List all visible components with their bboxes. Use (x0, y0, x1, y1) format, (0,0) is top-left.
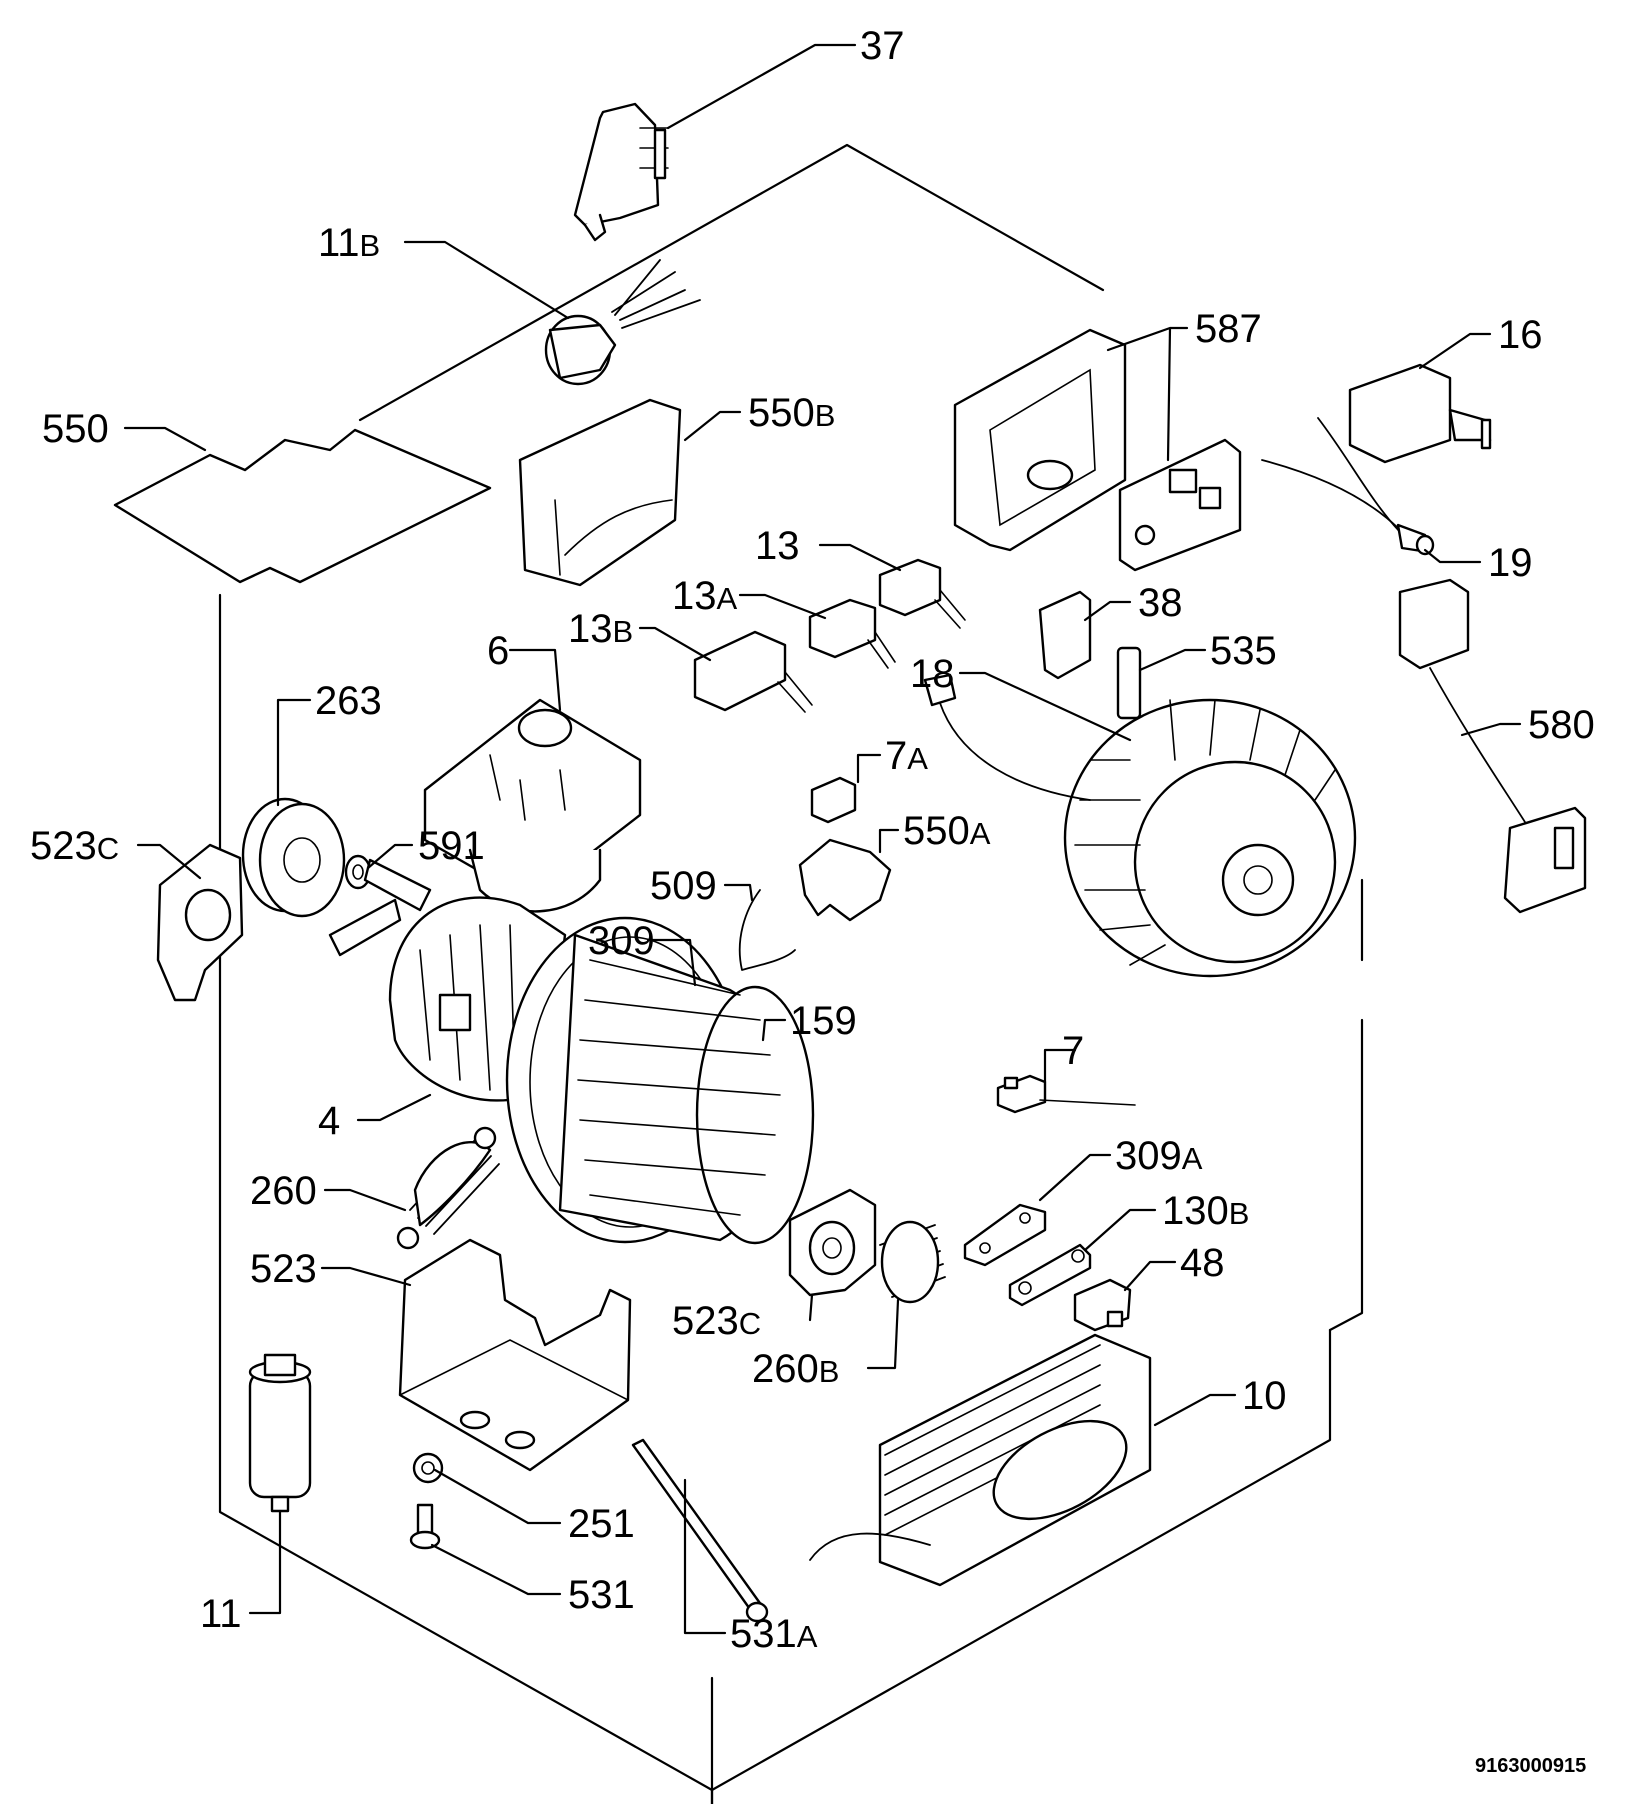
callout-7: 7 (1062, 1029, 1084, 1073)
callout-550: 550 (42, 407, 109, 451)
callout-251: 251 (568, 1502, 635, 1546)
part-535-bracket (1116, 646, 1142, 720)
part-531A-bolt (631, 1438, 769, 1623)
part-7-microswitch (996, 1074, 1136, 1114)
part-6-pump (423, 698, 642, 913)
callout-48: 48 (1180, 1241, 1225, 1285)
callout-523: 523 (250, 1247, 317, 1291)
callout-16: 16 (1498, 313, 1543, 357)
callout-309: 309 (588, 919, 655, 963)
part-159-blower-drum (558, 933, 815, 1245)
callout-309A: 309A (1115, 1134, 1203, 1178)
part-13A-plug (808, 598, 896, 669)
part-37-connector (573, 102, 669, 242)
callout-13: 13 (755, 524, 800, 568)
callout-260B: 260B (752, 1347, 839, 1391)
callout-4: 4 (318, 1099, 340, 1143)
part-7A-clip (810, 776, 857, 824)
leader-lines (123, 43, 1522, 1635)
callout-260: 260 (250, 1169, 317, 1213)
callout-523C-top: 523C (30, 824, 119, 868)
part-523C-housing-top (156, 843, 244, 1002)
callout-130B: 130B (1162, 1189, 1249, 1233)
callout-550B: 550B (748, 391, 835, 435)
callout-535: 535 (1210, 629, 1277, 673)
part-509-spring (738, 889, 796, 971)
callout-37: 37 (860, 24, 905, 68)
part-309A-plate (963, 1203, 1047, 1267)
part-16-switch (1348, 363, 1492, 464)
callout-11B: 11B (318, 221, 380, 265)
drawing-number: 9163000915 (1475, 1755, 1586, 1777)
callout-263: 263 (315, 679, 382, 723)
part-38-bracket (1038, 590, 1092, 680)
part-531-screw (409, 1503, 441, 1550)
callout-6: 6 (487, 629, 509, 673)
part-263-pulley (241, 797, 346, 918)
part-11-capacitor (248, 1353, 312, 1513)
part-48-thermostat (1073, 1278, 1132, 1332)
cabinet-outline (218, 143, 1364, 1804)
part-523-cradle (398, 1238, 632, 1472)
part-10-heater (809, 1333, 1152, 1587)
callout-7A: 7A (885, 734, 928, 778)
part-550A-bracket (798, 838, 892, 922)
callout-550A: 550A (903, 809, 991, 853)
callout-13A: 13A (672, 574, 738, 618)
callout-labels: 37 11B 587 16 550 550B 13 19 13A 38 13B … (30, 24, 1595, 1656)
callout-10: 10 (1242, 1374, 1287, 1418)
callout-523C-bottom: 523C (672, 1299, 761, 1343)
callout-587: 587 (1195, 307, 1262, 351)
callout-591: 591 (418, 824, 485, 868)
part-550-sheet (113, 428, 492, 584)
callout-18: 18 (910, 652, 955, 696)
part-11B-capacitor (544, 259, 701, 386)
callout-531: 531 (568, 1573, 635, 1617)
callout-19: 19 (1488, 541, 1533, 585)
callout-38: 38 (1138, 581, 1183, 625)
callout-11: 11 (200, 1592, 242, 1636)
part-13B-plug (693, 630, 813, 713)
callout-509: 509 (650, 864, 717, 908)
part-260B-spring (879, 1220, 946, 1304)
callout-13B: 13B (568, 607, 633, 651)
part-130B-plate (1008, 1243, 1092, 1307)
callout-580: 580 (1528, 703, 1595, 747)
callout-531A: 531A (730, 1612, 818, 1656)
part-251-nut (412, 1452, 444, 1484)
part-550B-duct (518, 398, 682, 587)
callout-159: 159 (790, 999, 857, 1043)
part-18-fan-wheel (923, 673, 1357, 978)
part-260-spring (396, 1126, 500, 1250)
part-523C-housing-bottom (788, 1188, 877, 1297)
part-13-plug (878, 558, 966, 629)
part-587-module (953, 328, 1242, 572)
part-580-switch (1398, 578, 1587, 914)
